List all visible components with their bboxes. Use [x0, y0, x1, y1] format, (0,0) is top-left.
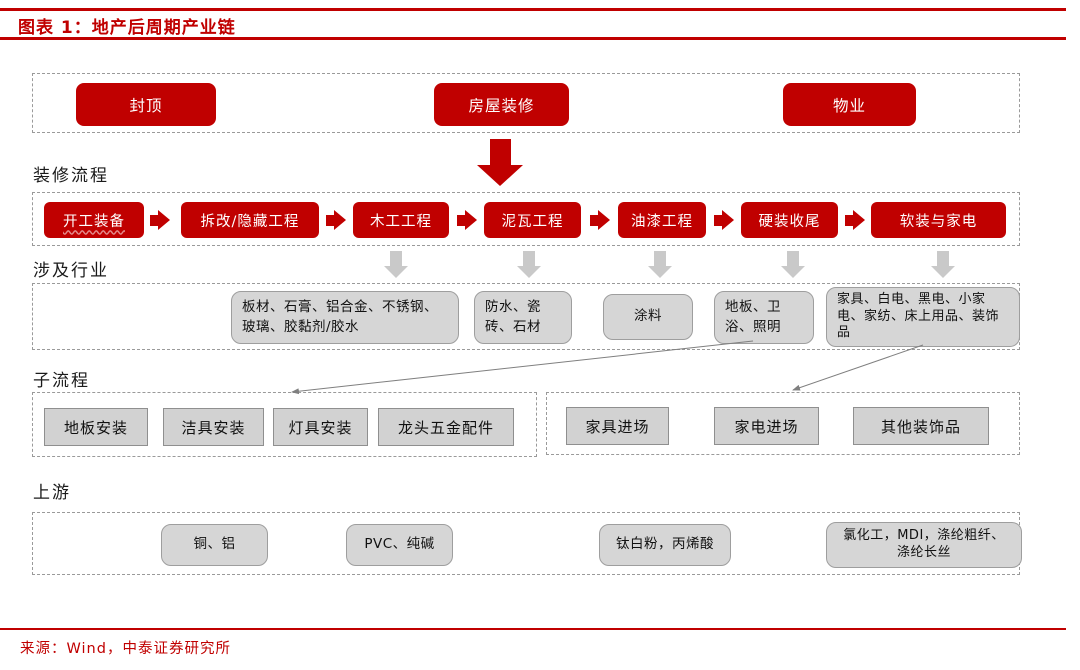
- subprocess-label: 洁具安装: [181, 418, 246, 437]
- gray-down-arrow-icon: [781, 251, 805, 278]
- subprocess-label: 家具进场: [585, 417, 650, 436]
- flow-arrow-icon: [714, 210, 734, 230]
- top-rule: [0, 8, 1066, 11]
- industry-label: 涂料: [634, 308, 662, 325]
- subprocess-box: 家电进场: [714, 407, 819, 445]
- flow-arrow-icon: [590, 210, 610, 230]
- flow-step-1: 开工装备: [44, 202, 144, 238]
- industry-label: 防水、瓷砖、石材: [485, 298, 541, 335]
- subprocess-label: 其他装饰品: [880, 417, 961, 436]
- upstream-container: 铜、铝 PVC、纯碱 钛白粉，丙烯酸 氯化工，MDI，涤纶粗纤、涤纶长丝: [32, 512, 1022, 575]
- flow-step-7: 软装与家电: [871, 202, 1006, 238]
- flow-step-label: 油漆工程: [631, 213, 693, 230]
- industry-box-paint: 涂料: [603, 294, 693, 340]
- stage-row-container: 封顶 房屋装修 物业: [32, 73, 1020, 133]
- flow-step-3: 木工工程: [353, 202, 449, 238]
- section-label-process: 装修流程: [33, 166, 109, 186]
- flow-step-label: 开工装备: [63, 213, 125, 230]
- upstream-label: 钛白粉，丙烯酸: [616, 536, 714, 553]
- subprocess-label: 地板安装: [63, 418, 128, 437]
- flow-step-label: 软装与家电: [899, 213, 978, 230]
- gray-down-arrow-icon: [931, 251, 955, 278]
- industry-box-soft-finish: 家具、白电、黑电、小家电、家纺、床上用品、装饰品: [826, 287, 1020, 347]
- footer-rule: [0, 628, 1066, 630]
- flow-step-4: 泥瓦工程: [484, 202, 581, 238]
- gray-down-arrow-icon: [648, 251, 672, 278]
- flow-arrow-icon: [150, 210, 170, 230]
- source-note: 来源：Wind，中泰证券研究所: [20, 641, 231, 657]
- subprocess-box: 其他装饰品: [853, 407, 989, 445]
- stage-box-renovation: 房屋装修: [434, 83, 569, 126]
- subprocess-right-container: 家具进场 家电进场 其他装饰品: [546, 392, 1020, 455]
- upstream-box-titanium: 钛白粉，丙烯酸: [599, 524, 731, 566]
- gray-down-arrow-icon: [384, 251, 408, 278]
- stage-label: 封顶: [129, 96, 163, 115]
- subprocess-box: 家具进场: [566, 407, 669, 445]
- stage-box-capping: 封顶: [76, 83, 216, 126]
- subprocess-box: 龙头五金配件: [378, 408, 514, 446]
- stage-box-property: 物业: [783, 83, 916, 126]
- flow-step-6: 硬装收尾: [741, 202, 838, 238]
- flow-step-2: 拆改/隐藏工程: [181, 202, 319, 238]
- industry-box-masonry: 防水、瓷砖、石材: [474, 291, 572, 344]
- flow-step-label: 泥瓦工程: [501, 213, 564, 230]
- section-label-upstream: 上游: [33, 483, 71, 503]
- flow-arrow-icon: [457, 210, 477, 230]
- industry-label: 地板、卫浴、照明: [725, 298, 781, 335]
- flow-step-label: 硬装收尾: [758, 213, 821, 230]
- flow-arrow-icon: [845, 210, 865, 230]
- industry-box-hard-finish: 地板、卫浴、照明: [714, 291, 814, 344]
- upstream-box-chem-fiber: 氯化工，MDI，涤纶粗纤、涤纶长丝: [826, 522, 1022, 568]
- big-down-arrow-icon: [477, 139, 523, 186]
- subprocess-label: 龙头五金配件: [397, 418, 494, 437]
- flow-step-5: 油漆工程: [618, 202, 706, 238]
- gray-down-arrow-icon: [517, 251, 541, 278]
- upstream-label: PVC、纯碱: [364, 536, 435, 553]
- upstream-box-metals: 铜、铝: [161, 524, 268, 566]
- section-label-industries: 涉及行业: [33, 261, 109, 281]
- stage-label: 物业: [832, 96, 866, 115]
- subprocess-box: 地板安装: [44, 408, 148, 446]
- flow-arrow-icon: [326, 210, 346, 230]
- industry-label: 板材、石膏、铝合金、不锈钢、玻璃、胶黏剂/胶水: [242, 298, 438, 335]
- subprocess-box: 洁具安装: [163, 408, 264, 446]
- figure-title: 图表 1：地产后周期产业链: [18, 18, 236, 38]
- industries-container: 板材、石膏、铝合金、不锈钢、玻璃、胶黏剂/胶水 防水、瓷砖、石材 涂料 地板、卫…: [32, 283, 1020, 350]
- upstream-label: 氯化工，MDI，涤纶粗纤、涤纶长丝: [843, 528, 1005, 560]
- upstream-box-pvc: PVC、纯碱: [346, 524, 453, 566]
- section-label-subprocess: 子流程: [33, 371, 90, 391]
- title-underline-rule: [0, 37, 1066, 40]
- subprocess-box: 灯具安装: [273, 408, 368, 446]
- process-flow-container: 开工装备 拆改/隐藏工程 木工工程 泥瓦工程 油漆工程 硬装收尾 软装与家电: [32, 192, 1020, 246]
- flow-step-label: 木工工程: [370, 213, 432, 230]
- stage-label: 房屋装修: [468, 96, 535, 115]
- subprocess-label: 家电进场: [734, 417, 799, 436]
- industry-box-woodwork: 板材、石膏、铝合金、不锈钢、玻璃、胶黏剂/胶水: [231, 291, 459, 344]
- subprocess-left-container: 地板安装 洁具安装 灯具安装 龙头五金配件: [32, 392, 537, 457]
- connector-arrow: [792, 344, 924, 391]
- industry-label: 家具、白电、黑电、小家电、家纺、床上用品、装饰品: [837, 291, 1000, 341]
- upstream-label: 铜、铝: [193, 536, 236, 553]
- subprocess-label: 灯具安装: [288, 418, 353, 437]
- flow-step-label: 拆改/隐藏工程: [200, 213, 300, 230]
